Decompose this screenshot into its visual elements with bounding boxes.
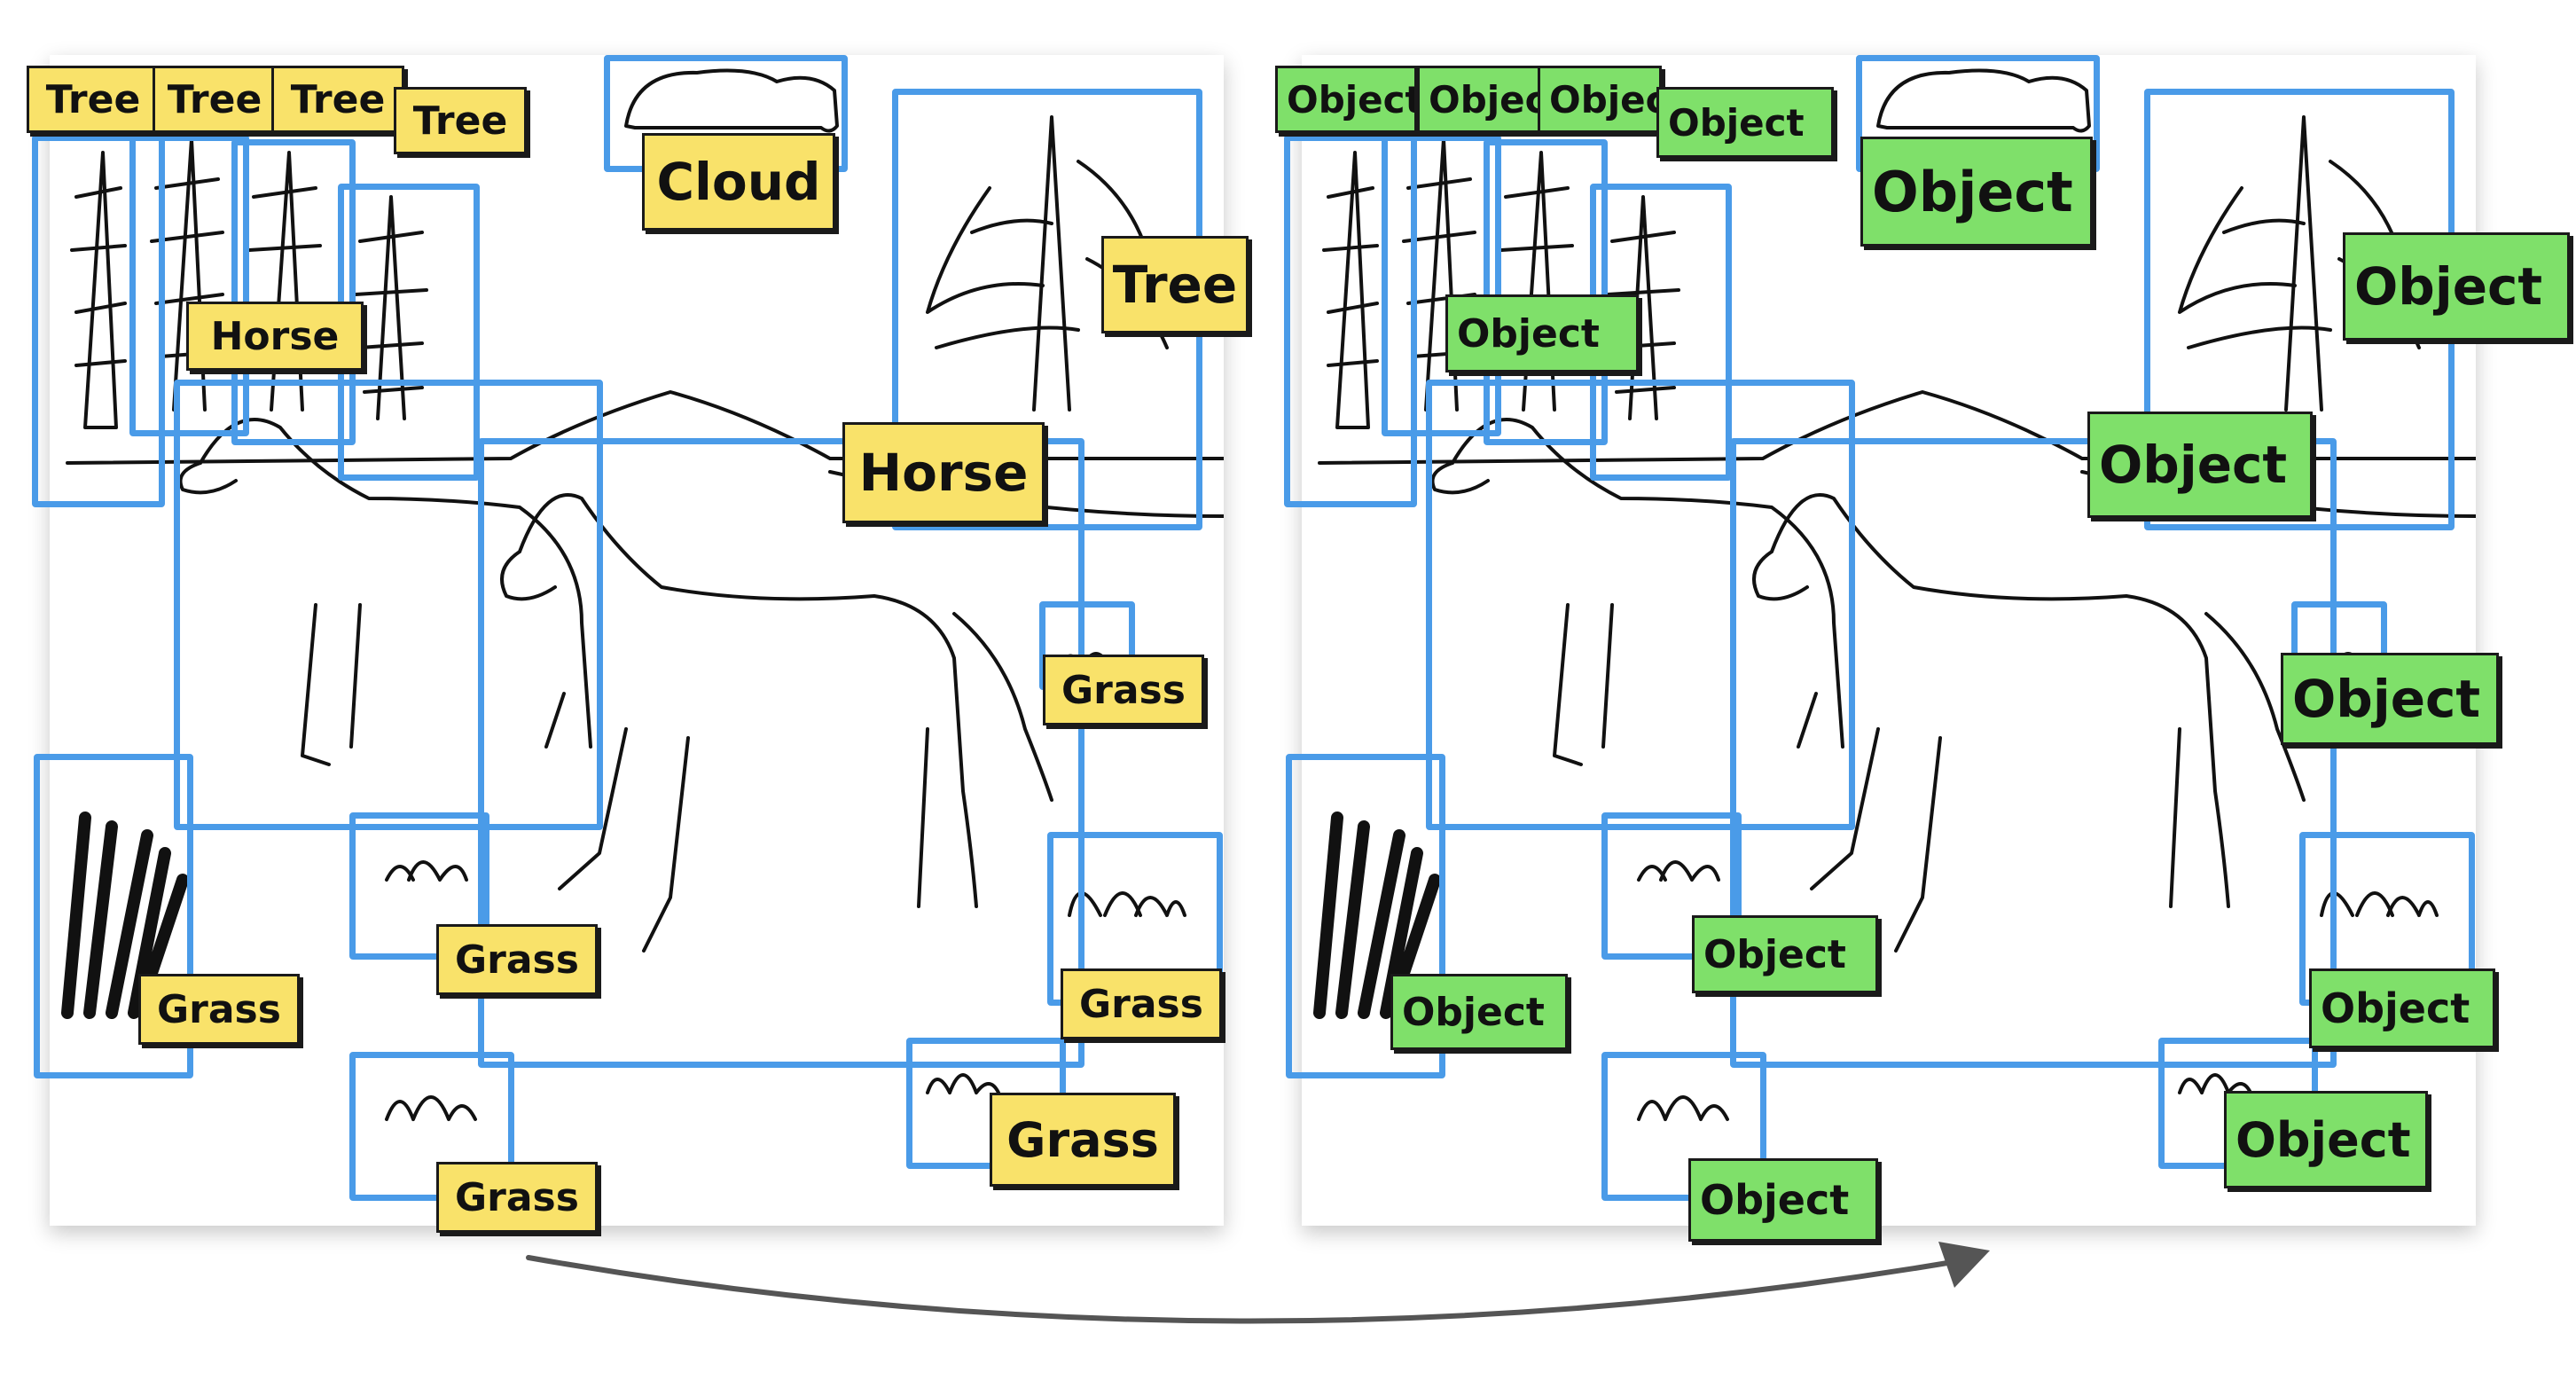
label-tree: Tree xyxy=(153,66,277,133)
label-object: Object xyxy=(2343,232,2570,341)
left-panel-specific-labels: Tree Tree Tree Tree Cloud Tree Horse Hor… xyxy=(27,55,1249,1233)
bbox-object-horse-front xyxy=(1730,438,2337,1068)
bbox-object-grass-5 xyxy=(1601,1052,1766,1201)
bbox-horse-front xyxy=(478,438,1084,1068)
bbox-object-tree-1 xyxy=(1284,135,1417,507)
label-object: Object xyxy=(1445,294,1639,372)
label-tree: Tree xyxy=(1101,236,1249,333)
bbox-object-tree-2 xyxy=(1382,135,1501,436)
label-cloud: Cloud xyxy=(642,133,835,231)
label-object: Object xyxy=(2309,968,2495,1048)
bbox-object-grass-1 xyxy=(1286,754,1445,1078)
label-object: Object xyxy=(2087,412,2313,518)
label-object: Object xyxy=(2281,653,2499,745)
label-tree: Tree xyxy=(271,66,404,133)
bbox-object-horse-back xyxy=(1426,380,1855,830)
label-object: Object xyxy=(1417,66,1541,133)
label-horse: Horse xyxy=(842,422,1045,523)
bbox-object-tree-3 xyxy=(1484,139,1608,445)
bbox-grass-2 xyxy=(349,812,489,960)
label-grass: Grass xyxy=(436,1162,598,1233)
arrow-head xyxy=(1938,1242,1990,1288)
label-object: Object xyxy=(1538,66,1662,133)
right-panel-generic-labels: Object Object Object Object Object Objec… xyxy=(1275,55,2570,1242)
label-object: Object xyxy=(1390,974,1568,1050)
bbox-tree-1 xyxy=(32,135,165,507)
label-object: Object xyxy=(2224,1091,2428,1188)
label-tree: Tree xyxy=(394,87,527,154)
bbox-grass-5 xyxy=(349,1052,514,1201)
label-grass: Grass xyxy=(436,924,598,995)
label-object: Object xyxy=(1692,915,1878,993)
label-object: Object xyxy=(1275,66,1417,133)
bbox-tree-2 xyxy=(129,135,249,436)
label-grass: Grass xyxy=(1043,655,1204,725)
label-tree: Tree xyxy=(27,66,160,133)
label-horse: Horse xyxy=(186,302,364,371)
label-object: Object xyxy=(1688,1158,1878,1242)
bbox-grass-1 xyxy=(34,754,193,1078)
label-grass: Grass xyxy=(990,1093,1176,1187)
arrow-shaft xyxy=(526,1255,1971,1324)
bbox-object-grass-2 xyxy=(1601,812,1742,960)
right-line-art xyxy=(1313,68,2476,1121)
label-object: Object xyxy=(1656,87,1834,158)
bbox-tree-3 xyxy=(231,139,356,445)
left-line-art xyxy=(61,68,1224,1121)
label-grass: Grass xyxy=(1061,968,1222,1039)
label-grass: Grass xyxy=(138,974,300,1045)
bbox-horse-back xyxy=(174,380,603,830)
label-object: Object xyxy=(1860,137,2093,247)
